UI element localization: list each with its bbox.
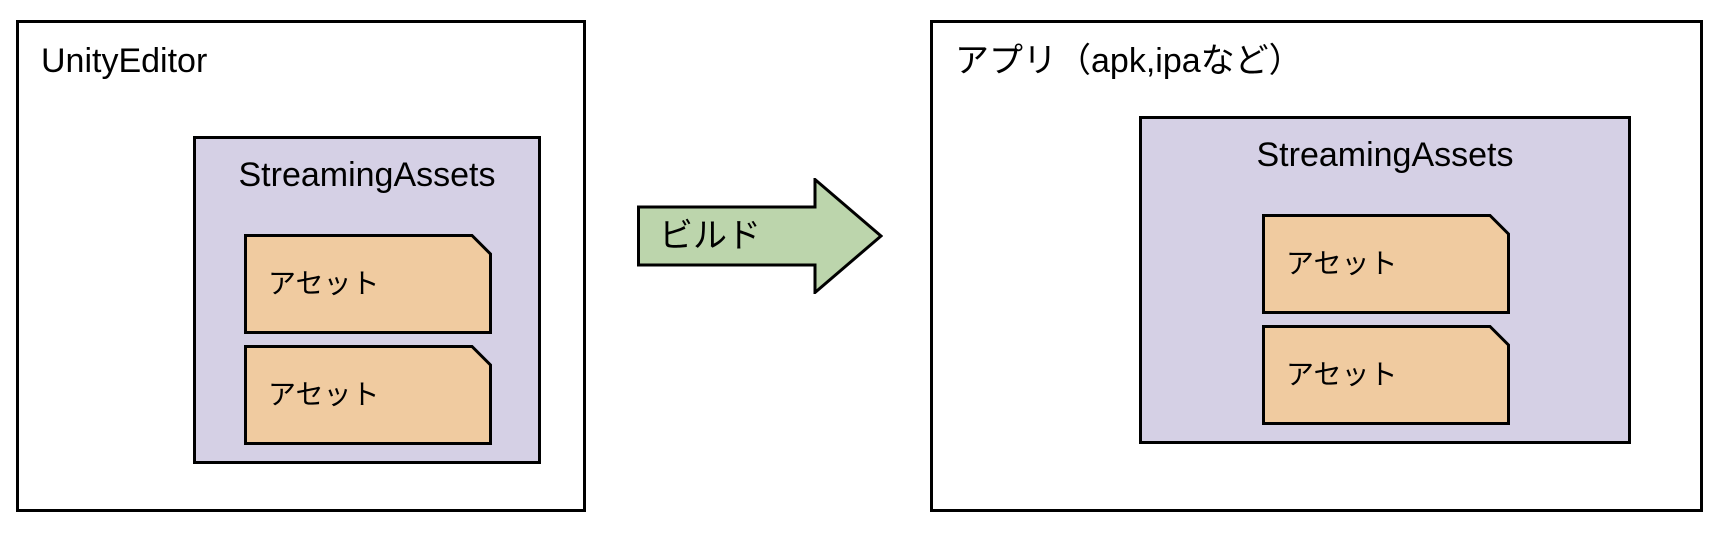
asset-label: アセット (268, 379, 380, 410)
panel-title-built-application: アプリ（apk,ipaなど） (955, 42, 1303, 80)
asset-document-icon (1262, 325, 1510, 425)
folder-label-streaming-assets: StreamingAssets (1256, 136, 1514, 174)
asset-label: アセット (268, 268, 380, 299)
asset-shape: アセット (244, 234, 492, 334)
asset-shape: アセット (1262, 325, 1510, 425)
asset-label: アセット (1286, 359, 1398, 390)
panel-built-application: アプリ（apk,ipaなど） StreamingAssets アセット アセット (930, 20, 1703, 512)
asset-shape: アセット (1262, 214, 1510, 314)
arrow-right-icon (637, 178, 883, 294)
asset-document-icon (244, 345, 492, 445)
panel-title-unity-editor: UnityEditor (41, 42, 208, 80)
folder-streaming-assets-app: StreamingAssets アセット アセット (1139, 116, 1631, 444)
folder-streaming-assets-editor: StreamingAssets アセット アセット (193, 136, 541, 464)
panel-unity-editor: UnityEditor StreamingAssets アセット アセット (16, 20, 586, 512)
asset-document-icon (244, 234, 492, 334)
arrow-label-build: ビルド (659, 217, 761, 255)
build-arrow: ビルド (637, 178, 883, 294)
folder-label-streaming-assets: StreamingAssets (238, 156, 496, 194)
asset-shape: アセット (244, 345, 492, 445)
asset-document-icon (1262, 214, 1510, 314)
asset-label: アセット (1286, 248, 1398, 279)
